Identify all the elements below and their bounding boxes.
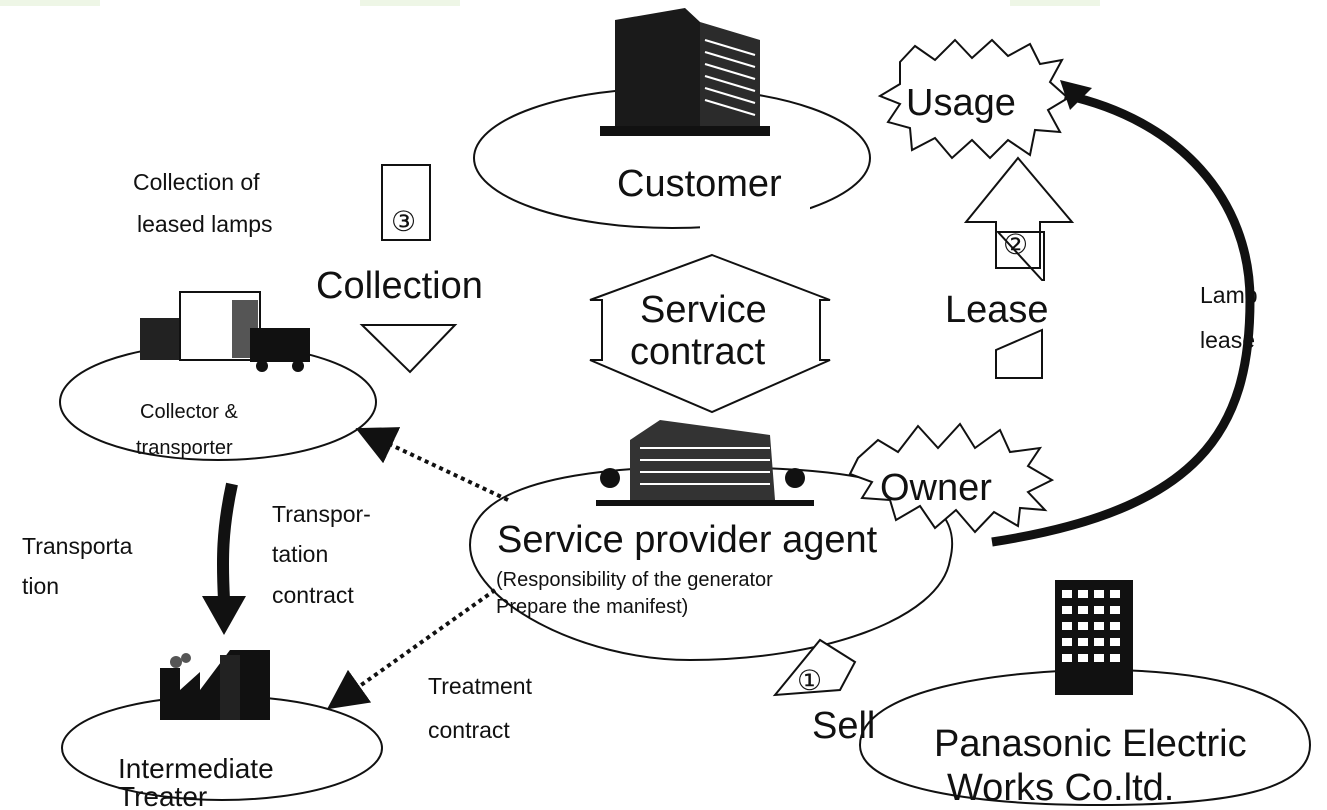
corner-strip bbox=[360, 0, 460, 6]
transportation-line2: tion bbox=[22, 573, 59, 599]
agent-note-line2: Prepare the manifest) bbox=[496, 596, 688, 618]
sell-label: Sell bbox=[812, 705, 875, 747]
collection-arrow bbox=[359, 324, 458, 374]
service-contract-line1: Service bbox=[640, 289, 767, 331]
lamp-lease-arrowhead bbox=[1060, 80, 1092, 110]
collection-item-box bbox=[381, 164, 431, 241]
treater-factory-icon bbox=[160, 650, 270, 720]
agent-note-line1: (Responsibility of the generator bbox=[496, 569, 773, 591]
lamp-lease-arrow bbox=[991, 90, 1255, 547]
lease-up-arrow bbox=[963, 156, 1075, 269]
collector-line2: transporter bbox=[136, 437, 233, 459]
transport-contract-line3: contract bbox=[272, 582, 354, 608]
service-contract-line2: contract bbox=[630, 331, 766, 373]
panasonic-line2: Works Co.ltd. bbox=[947, 767, 1174, 809]
collector-line1: Collector & bbox=[140, 401, 238, 423]
step1-marker: ① bbox=[797, 665, 822, 696]
transportation-line1: Transporta bbox=[22, 533, 133, 559]
owner-label: Owner bbox=[880, 467, 992, 509]
step3-marker: ③ bbox=[391, 206, 416, 237]
service-provider-building-icon bbox=[596, 420, 814, 506]
transport-contract-line1: Transpor- bbox=[272, 501, 371, 527]
lease-bracket bbox=[995, 231, 1045, 281]
transport-contract-line2: tation bbox=[272, 541, 328, 567]
lamp-lease-line2: lease bbox=[1200, 327, 1255, 353]
treater-line2: Treater bbox=[118, 781, 207, 810]
service-contract-arrow bbox=[589, 253, 831, 414]
panasonic-line1: Panasonic Electric bbox=[934, 723, 1247, 765]
customer-building-icon bbox=[600, 8, 770, 136]
usage-burst bbox=[877, 38, 1070, 160]
customer-label: Customer bbox=[617, 163, 782, 205]
agent-title: Service provider agent bbox=[497, 519, 878, 561]
lamp-lease-line1: Lamp bbox=[1200, 282, 1258, 308]
transport-contract-arrow bbox=[355, 427, 509, 502]
customer-ellipse-gap bbox=[700, 205, 810, 231]
sell-arrow bbox=[772, 638, 857, 697]
corner-strip bbox=[0, 0, 100, 6]
treatment-line2: contract bbox=[428, 717, 510, 743]
owner-burst bbox=[848, 422, 1055, 534]
transportation-arrow bbox=[216, 482, 238, 601]
treatment-line1: Treatment bbox=[428, 673, 533, 699]
panasonic-building-icon bbox=[1055, 580, 1133, 695]
transportation-arrowhead bbox=[202, 596, 246, 635]
panasonic-ellipse bbox=[858, 668, 1312, 807]
treater-line1: Intermediate bbox=[118, 753, 274, 784]
step2-marker: ② bbox=[1003, 229, 1028, 260]
usage-label: Usage bbox=[906, 82, 1016, 124]
corner-strip bbox=[1010, 0, 1100, 6]
collection-note-line2: leased lamps bbox=[137, 211, 273, 237]
collector-facility-icon bbox=[140, 291, 310, 372]
collection-label: Collection bbox=[316, 265, 483, 307]
collection-note-line1: Collection of bbox=[133, 169, 260, 195]
lease-label: Lease bbox=[945, 289, 1049, 331]
lease-bracket-lower bbox=[995, 328, 1043, 379]
